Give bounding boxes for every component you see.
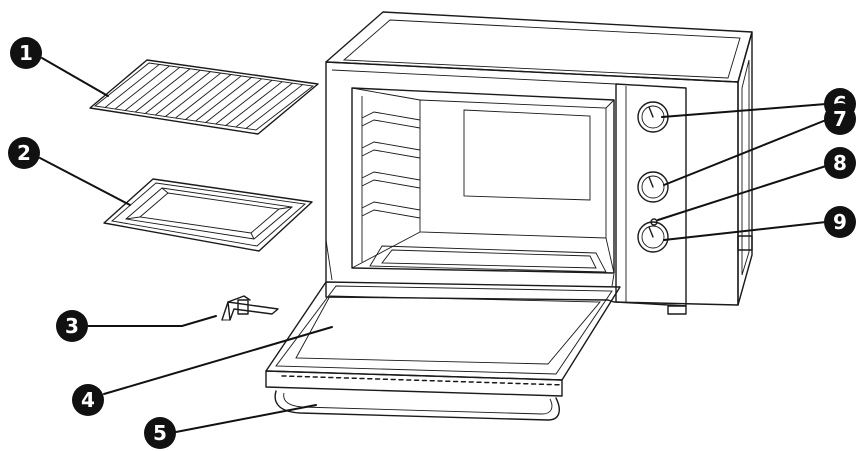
shelf-rail <box>361 201 421 211</box>
oven-body <box>325 11 753 315</box>
leader-7 <box>663 119 827 186</box>
door-handle <box>274 390 560 421</box>
callout-3-number: 3 <box>65 314 79 338</box>
rack-bar <box>104 64 160 108</box>
leader-6 <box>661 103 827 118</box>
leader-5 <box>175 404 317 433</box>
callout-1-number: 1 <box>19 41 33 65</box>
leader-4 <box>103 326 333 395</box>
shelf-rail <box>361 111 421 121</box>
rack-bar <box>124 66 181 111</box>
wire-rack <box>89 59 319 135</box>
shelf-rail <box>361 141 421 151</box>
callout-7-number: 7 <box>833 107 847 131</box>
callout-3: 3 <box>56 310 88 342</box>
rack-bar <box>225 81 283 126</box>
rack-bar <box>185 75 242 120</box>
rack-bar <box>215 79 273 125</box>
callout-2-number: 2 <box>17 141 31 165</box>
callout-9: 9 <box>824 206 856 238</box>
callout-9-number: 9 <box>833 210 847 234</box>
rack-bar <box>175 74 232 119</box>
callout-4-number: 4 <box>81 388 95 412</box>
rack-bar <box>165 72 222 117</box>
callout-2: 2 <box>8 137 40 169</box>
callout-4: 4 <box>72 384 104 416</box>
rack-bar <box>134 68 191 113</box>
shelf-rail <box>361 179 421 189</box>
rack-bar <box>114 65 170 110</box>
leader-lines <box>39 57 827 433</box>
knob-lower <box>637 221 669 253</box>
rack-bar <box>155 71 211 116</box>
leader-8 <box>657 165 827 221</box>
leader-3 <box>87 315 217 327</box>
callout-7b: 7 <box>824 103 856 135</box>
rack-handle <box>221 295 279 321</box>
callout-8: 8 <box>824 147 856 179</box>
callout-5: 5 <box>144 417 176 449</box>
callout-1: 1 <box>10 37 42 69</box>
leader-1 <box>41 57 109 97</box>
shelf-rail <box>361 209 421 219</box>
callout-8-number: 8 <box>833 151 847 175</box>
leader-9 <box>663 221 827 241</box>
rack-bar <box>245 84 304 129</box>
baking-tray <box>103 178 313 252</box>
rack-bar <box>205 78 263 123</box>
shelf-rail <box>361 171 421 181</box>
oven-door <box>265 239 621 397</box>
shelf-rail <box>361 149 421 159</box>
rack-bar <box>235 82 293 128</box>
knob-middle <box>637 171 669 203</box>
rack-bar <box>195 77 252 122</box>
callout-5-number: 5 <box>153 421 167 445</box>
rack-bar <box>145 69 201 114</box>
leader-2 <box>39 157 131 206</box>
shelf-rail <box>361 119 421 129</box>
